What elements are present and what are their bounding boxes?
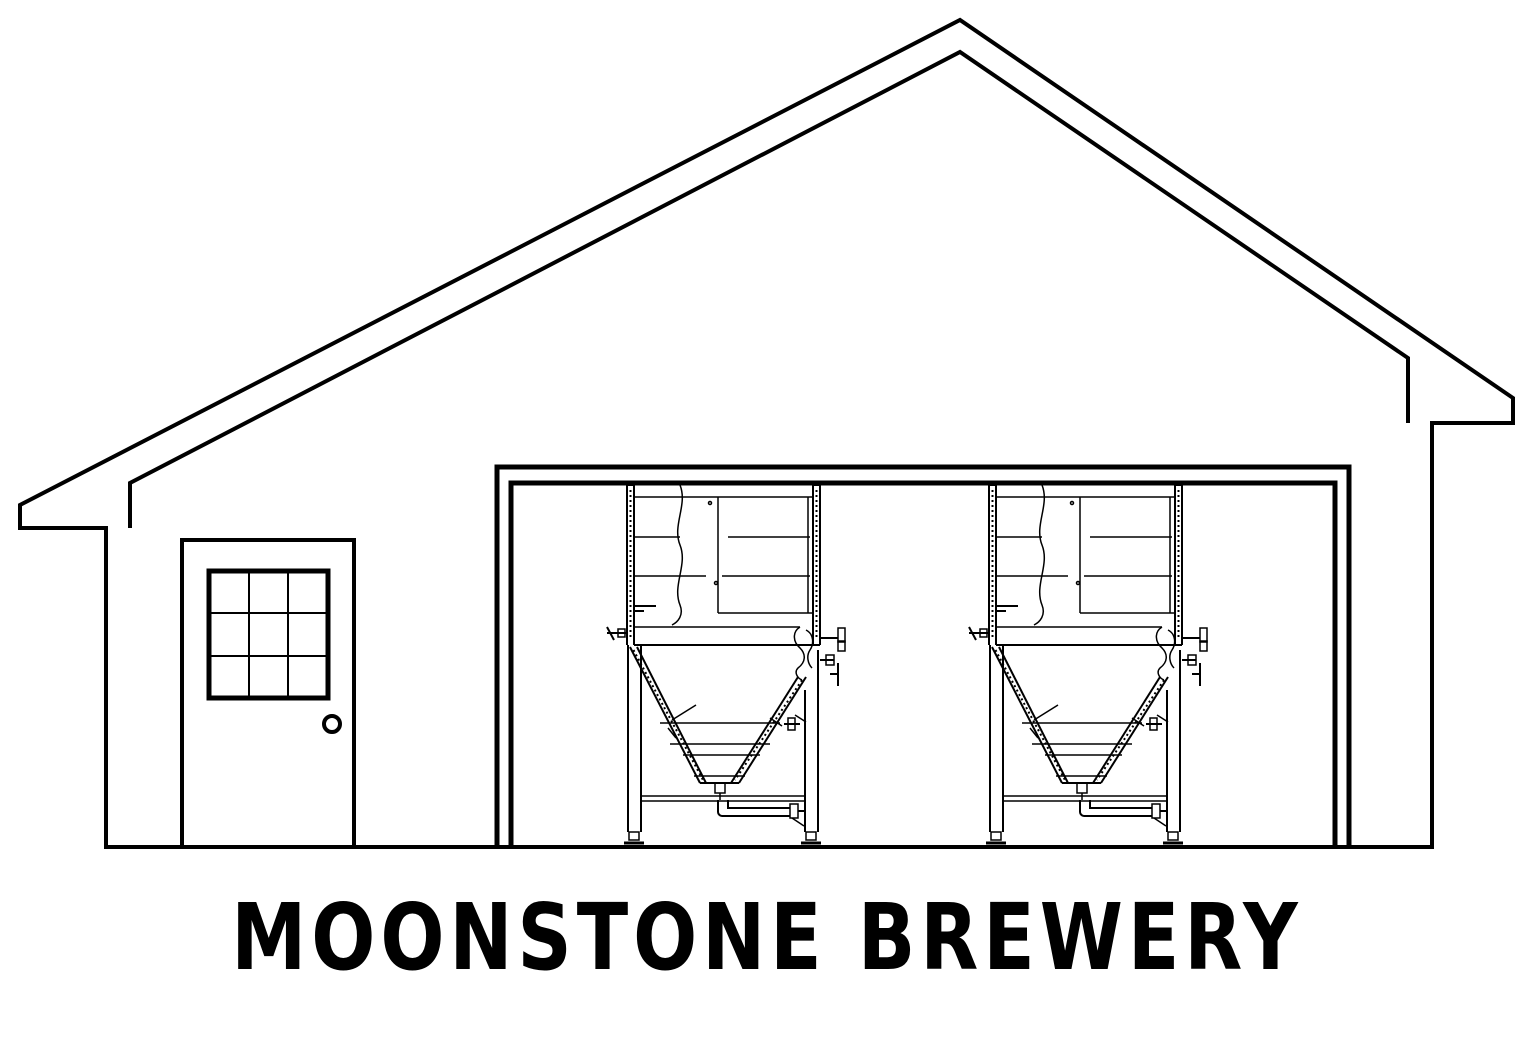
- door-knob: [322, 714, 342, 734]
- entry-door: [180, 538, 356, 849]
- brewery-name: MOONSTONE BREWERY: [231, 884, 1303, 991]
- gable-roof: [18, 17, 1515, 530]
- garage-door-opening: [494, 464, 1352, 847]
- nine-pane-window: [206, 568, 331, 701]
- building-outline: [104, 423, 1434, 849]
- fermenter-tank: [967, 483, 1209, 845]
- fermenter-tank: [605, 483, 847, 845]
